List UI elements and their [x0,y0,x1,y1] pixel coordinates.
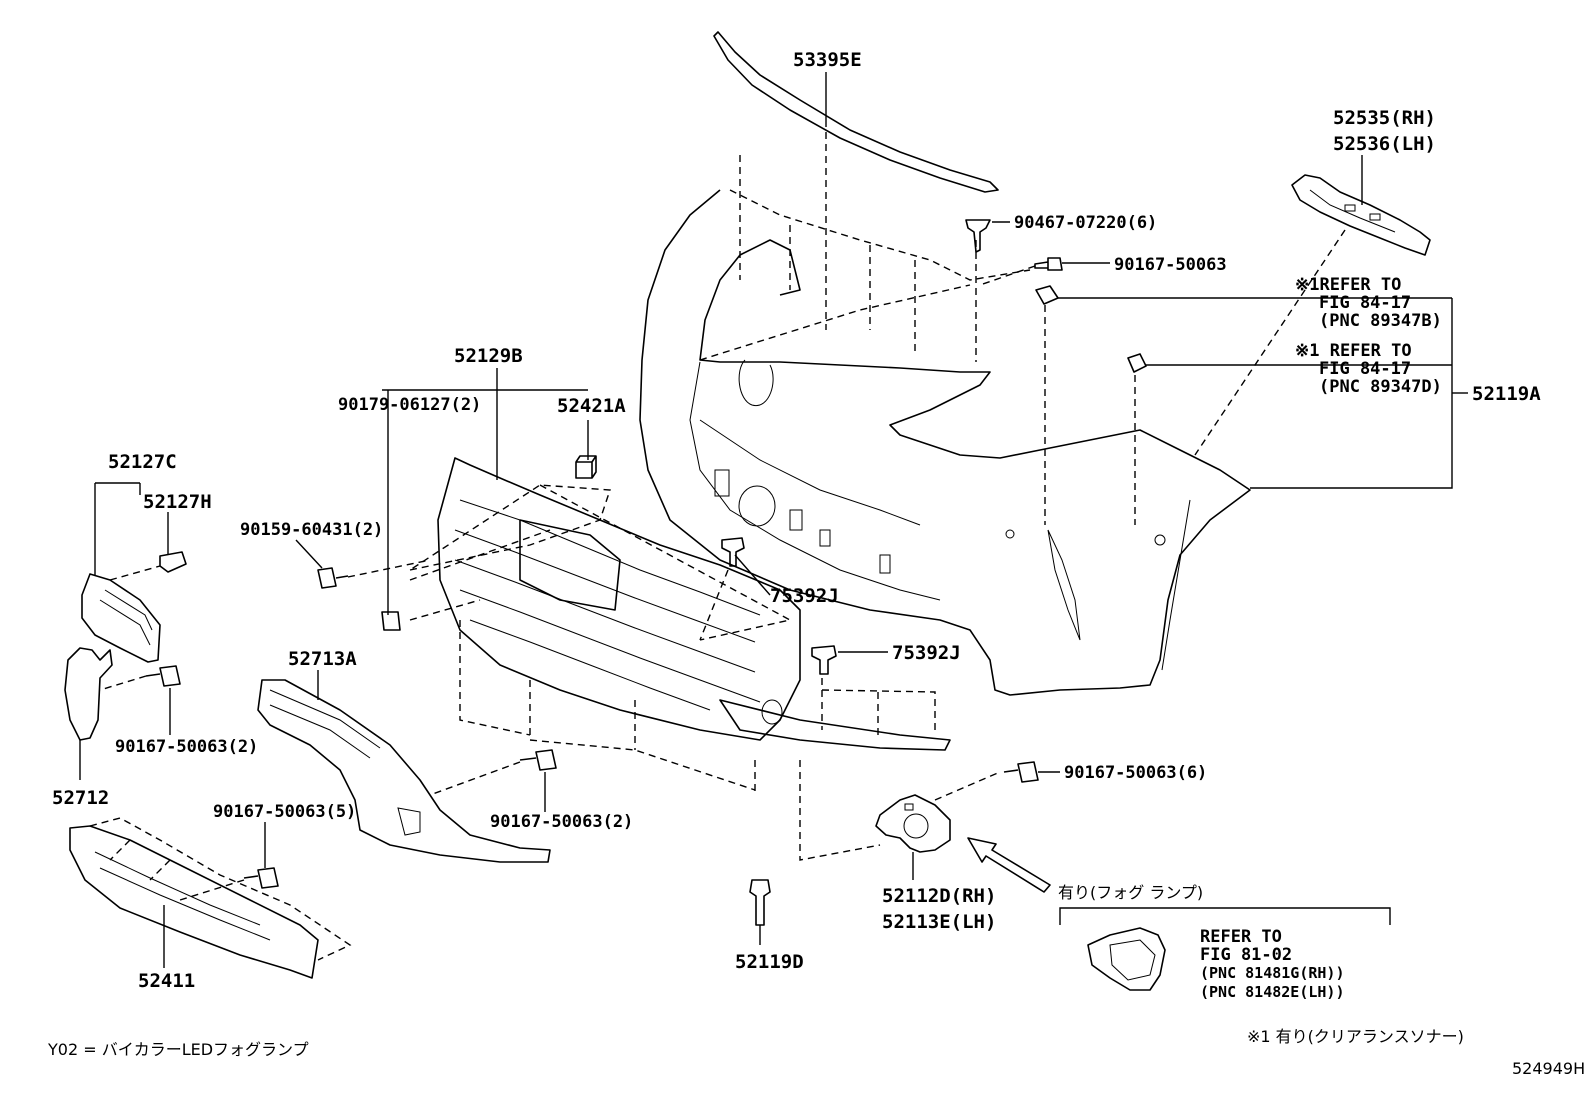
label-52127H: 52127H [143,491,212,513]
label-90159: 90159-60431(2) [240,520,383,540]
arrow-icon [967,837,1051,893]
part-90167-bolt-fog[interactable] [1003,761,1039,783]
label-90167-2b: 90167-50063(2) [490,812,633,832]
part-sonar-clip-b[interactable] [1035,285,1059,305]
label-refer-89347d-1: ※1 REFER TO [1295,341,1412,361]
part-90167-bolt-center[interactable] [519,749,557,771]
label-52713A: 52713A [288,648,357,670]
part-90167-bolt-absorber[interactable] [243,867,279,889]
part-52535-bracket[interactable] [1291,174,1431,256]
label-refer-89347b-1: ※1REFER TO [1295,275,1401,295]
legend-y02: Y02 = バイカラーLEDフォグランプ [47,1040,309,1059]
legend-sonar: ※1 有り(クリアランスソナー) [1247,1027,1464,1046]
part-52713A-lower-garnish[interactable] [257,679,551,863]
label-53395E: 53395E [793,49,862,71]
label-refer-89347d-2: FIG 84-17 [1319,359,1411,379]
label-refer-81-02-3: (PNC 81481G(RH)) [1200,964,1345,982]
part-52112D-fog-bracket[interactable] [875,794,951,853]
label-90167-2a: 90167-50063(2) [115,737,258,757]
label-fog-lamp-note: 有り(フォグ ランプ) [1058,883,1203,902]
label-75392J-b: 75392J [892,642,961,664]
part-sonar-clip-d[interactable] [1127,353,1147,373]
label-52712: 52712 [52,787,109,809]
part-90167-bolt-left[interactable] [145,665,181,687]
part-52119D-fastener[interactable] [749,879,771,926]
label-52129B: 52129B [454,345,523,367]
label-refer-81-02-4: (PNC 81482E(LH)) [1200,983,1345,1001]
label-90167-6: 90167-50063(6) [1064,763,1207,783]
part-52119A-bumper-cover[interactable] [639,189,1251,696]
part-90159-screw[interactable] [317,567,349,589]
part-fog-lamp-reference[interactable] [1087,927,1166,991]
part-75392J-clip-b[interactable] [811,645,837,675]
label-refer-81-02-1: REFER TO [1200,927,1282,947]
part-90179-nut[interactable] [381,611,401,631]
part-52421A-pad[interactable] [575,455,597,479]
label-75392J-a: 75392J [770,585,839,607]
label-52536: 52536(LH) [1333,133,1436,155]
label-refer-81-02-2: FIG 81-02 [1200,945,1292,965]
part-53395E-strip[interactable] [713,31,999,193]
label-52411: 52411 [138,970,195,992]
part-90167-bolt-top[interactable] [1034,257,1063,271]
label-52112D: 52112D(RH) [882,885,996,907]
label-90167-5: 90167-50063(5) [213,802,356,822]
part-52712-bracket[interactable] [64,647,113,741]
part-75392J-clip-a[interactable] [721,537,745,567]
label-52119A: 52119A [1472,383,1541,405]
label-90467: 90467-07220(6) [1014,213,1157,233]
label-refer-89347b-3: (PNC 89347B) [1319,311,1442,331]
label-52127C: 52127C [108,451,177,473]
label-52535: 52535(RH) [1333,107,1436,129]
label-90167-top: 90167-50063 [1114,255,1227,275]
label-52119D: 52119D [735,951,804,973]
label-52421A: 52421A [557,395,626,417]
label-refer-89347d-3: (PNC 89347D) [1319,377,1442,397]
part-52127C-grille-insert[interactable] [81,573,161,663]
part-90467-clip[interactable] [965,219,991,253]
label-90179: 90179-06127(2) [338,395,481,415]
part-52411-absorber[interactable] [69,825,319,979]
part-52129B-grille-frame[interactable] [437,457,951,751]
label-52113E: 52113E(LH) [882,911,996,933]
diagram-id: 524949H [1512,1059,1585,1078]
label-refer-89347b-2: FIG 84-17 [1319,293,1411,313]
part-52127H-clip[interactable] [159,551,187,573]
